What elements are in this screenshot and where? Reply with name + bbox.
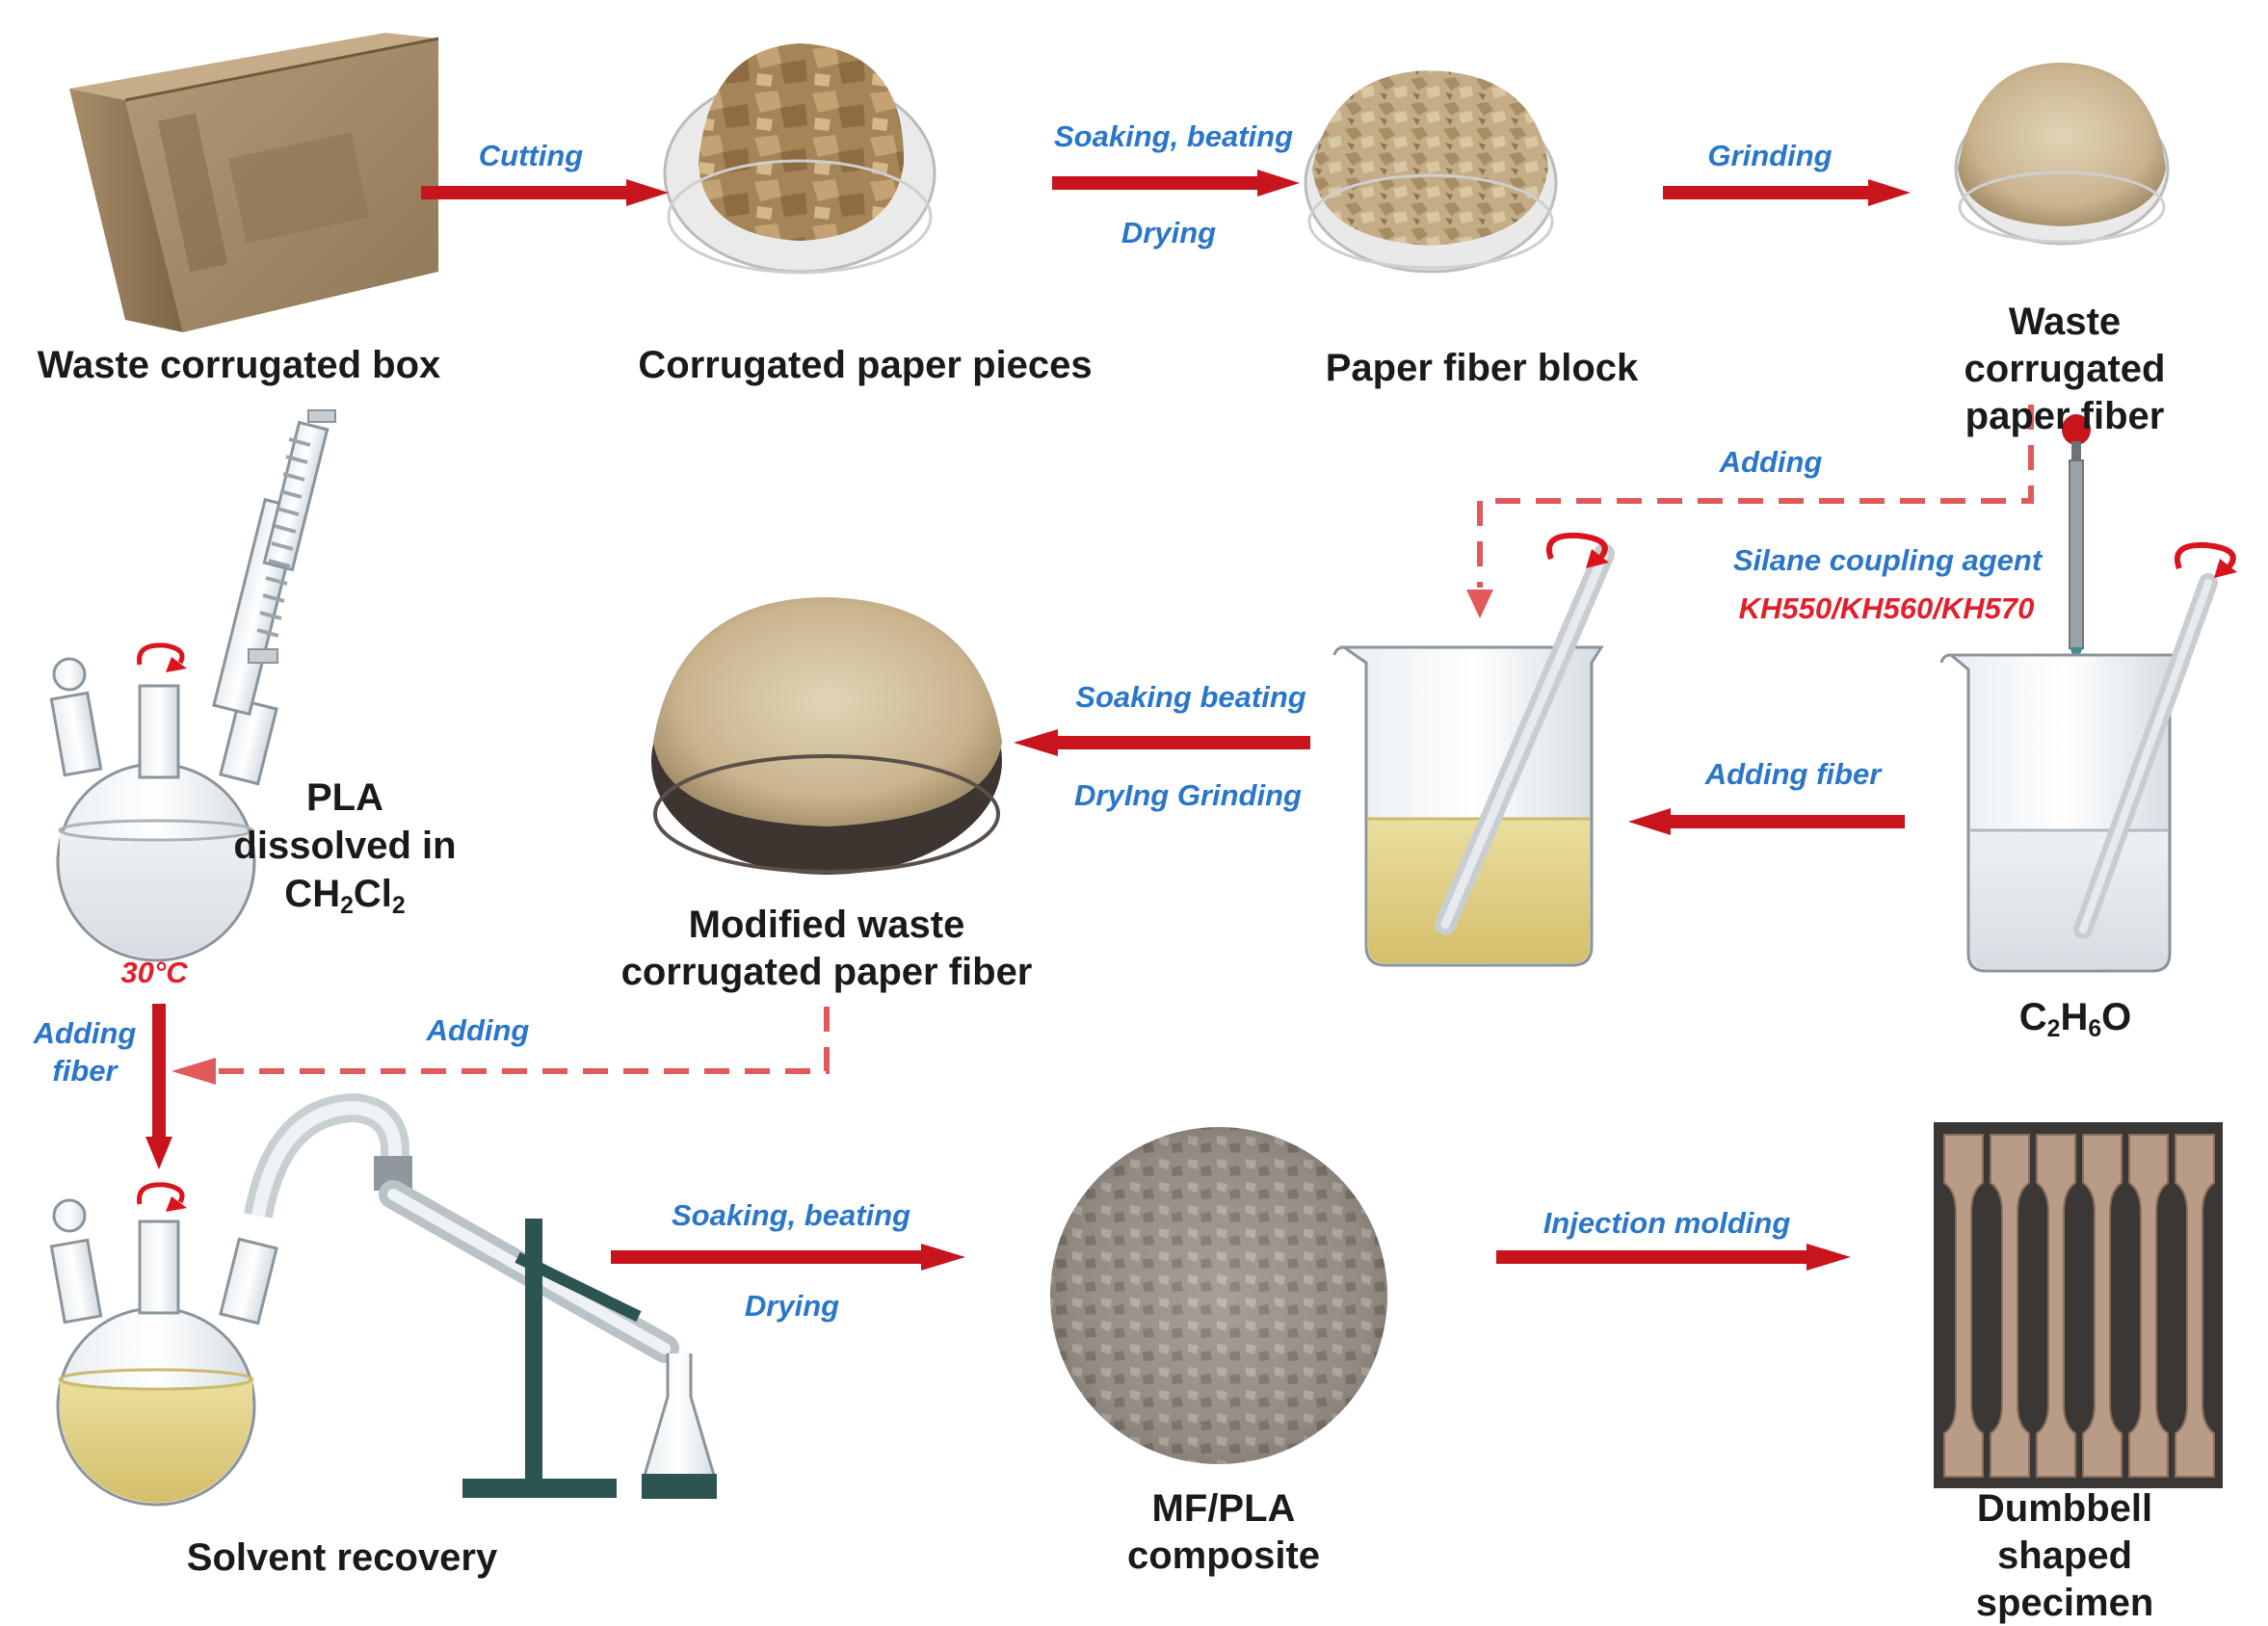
arrow-soaking	[1052, 170, 1300, 197]
arrow-soaking-beating	[1014, 729, 1310, 756]
cardboard-box-image	[69, 33, 439, 332]
step-grinding: Grinding	[1707, 139, 1833, 172]
stir-rod-icon	[1435, 543, 1615, 935]
petri-dish-image	[1304, 70, 1558, 274]
petri-dish-image	[1954, 63, 2170, 246]
step-kh: KH550/KH560/KH570	[1738, 591, 2035, 625]
step-cutting: Cutting	[478, 139, 584, 172]
dashed-adding-path	[214, 1007, 830, 1074]
label-waste-box: Waste corrugated box	[37, 344, 441, 386]
label-paper-pieces: Corrugated paper pieces	[638, 344, 1093, 386]
step-soaking-1: Soaking, beating	[1053, 119, 1294, 153]
beaker-icon	[1939, 653, 2180, 973]
condenser-icon	[212, 409, 336, 717]
step-drying-1: Drying	[1121, 216, 1217, 249]
step-adding-fiber-mid: Adding fiber	[1704, 757, 1882, 791]
step-drying-2: DryIng Grinding	[1074, 778, 1302, 812]
step-adding-top: Adding	[1719, 445, 1823, 479]
step-silane: Silane coupling agent	[1732, 543, 2043, 577]
label-pla: PLA dissolved in CH2Cl2	[233, 776, 457, 919]
petri-dish-image	[651, 597, 1002, 875]
dashed-arrowhead	[1466, 590, 1493, 618]
arrow-injection	[1496, 1244, 1851, 1271]
petri-dish-image	[663, 43, 936, 275]
arrow-grinding	[1663, 179, 1911, 206]
step-soaking-3: Soaking, beating	[671, 1198, 911, 1232]
distillation-setup-icon	[49, 1092, 718, 1507]
dashed-arrowhead	[171, 1058, 216, 1085]
rotation-icon	[2175, 541, 2237, 578]
label-ethanol: C2H6O	[2018, 996, 2132, 1042]
step-adding-mid: Adding	[426, 1013, 530, 1047]
step-injection: Injection molding	[1543, 1206, 1791, 1240]
composite-image	[1050, 1127, 1387, 1464]
rotation-icon	[137, 1182, 187, 1212]
arrow-soaking-3	[611, 1244, 965, 1271]
step-soaking-2: Soaking beating	[1075, 680, 1306, 714]
label-solvent-recovery: Solvent recovery	[186, 1536, 498, 1579]
dashed-adding-path	[1477, 405, 2034, 588]
arrow-cutting	[421, 179, 669, 206]
dumbbell-specimen-image	[1934, 1122, 2223, 1488]
arrow-adding-fiber	[1628, 808, 1905, 835]
rotation-icon	[1546, 532, 1609, 568]
stir-rod-icon	[2073, 573, 2218, 939]
rotation-icon	[137, 643, 187, 672]
beaker-icon	[1332, 645, 1604, 967]
step-temperature: 30°C	[120, 956, 188, 989]
three-neck-flask-icon	[49, 657, 278, 962]
step-drying-3: Drying	[744, 1289, 840, 1323]
label-fiber-block: Paper fiber block	[1325, 347, 1639, 389]
arrow-adding-fiber-down	[145, 1004, 172, 1169]
